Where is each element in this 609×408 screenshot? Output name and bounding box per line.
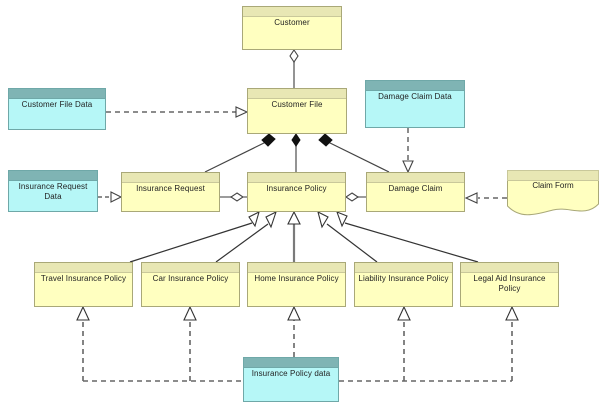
node-header bbox=[243, 7, 341, 17]
node-damage-claim-data[interactable]: Damage Claim Data bbox=[365, 80, 465, 128]
node-title: Liability Insurance Policy bbox=[358, 274, 449, 283]
edge-request-policy bbox=[220, 192, 247, 202]
node-damage-claim[interactable]: Damage Claim bbox=[366, 172, 465, 212]
edge-claimform-damageclaim bbox=[464, 192, 507, 204]
edge-policydata-liability bbox=[397, 305, 411, 381]
node-title: Travel Insurance Policy bbox=[40, 274, 127, 283]
edge-customerfile-customer bbox=[289, 49, 299, 88]
edge-irdata-request bbox=[98, 191, 123, 203]
node-title: Legal Aid Insurance Policy bbox=[473, 274, 546, 293]
node-title: Customer File bbox=[271, 100, 323, 109]
node-title: Insurance Request Data bbox=[18, 182, 88, 201]
node-title: Damage Claim Data bbox=[378, 92, 452, 101]
edge-car-policy-generalization bbox=[215, 210, 277, 263]
node-insurance-request[interactable]: Insurance Request bbox=[121, 172, 220, 212]
node-header bbox=[248, 173, 345, 183]
node-title: Claim Form bbox=[532, 181, 574, 190]
node-home-insurance-policy[interactable]: Home Insurance Policy bbox=[247, 262, 346, 307]
node-header bbox=[248, 263, 345, 273]
node-header bbox=[35, 263, 132, 273]
node-customer[interactable]: Customer bbox=[242, 6, 342, 50]
node-claim-form[interactable]: Claim Form bbox=[507, 170, 599, 218]
edge-policydata-travel bbox=[76, 305, 90, 381]
node-header bbox=[248, 89, 346, 99]
edge-request-customerfile bbox=[204, 133, 276, 173]
node-title: Insurance Policy data bbox=[251, 369, 331, 378]
node-title: Damage Claim bbox=[388, 184, 443, 193]
edge-damageclaim-policy bbox=[345, 192, 366, 202]
edge-policydata-legalaid bbox=[505, 305, 519, 381]
node-title: Insurance Request bbox=[136, 184, 205, 193]
node-title: Customer File Data bbox=[21, 100, 93, 109]
node-liability-insurance-policy[interactable]: Liability Insurance Policy bbox=[354, 262, 453, 307]
node-header bbox=[9, 171, 97, 181]
node-legal-aid-insurance-policy[interactable]: Legal Aid Insurance Policy bbox=[460, 262, 559, 307]
node-title: Customer bbox=[274, 18, 310, 27]
node-car-insurance-policy[interactable]: Car Insurance Policy bbox=[141, 262, 240, 307]
edge-travel-policy-generalization bbox=[129, 210, 260, 263]
node-header bbox=[244, 358, 338, 368]
node-header bbox=[355, 263, 452, 273]
edge-cfdata-customerfile bbox=[106, 106, 249, 118]
node-customer-file[interactable]: Customer File bbox=[247, 88, 347, 134]
edge-legalaid-policy-generalization bbox=[336, 211, 479, 263]
node-header bbox=[461, 263, 558, 273]
edge-dcdata-damageclaim bbox=[402, 128, 414, 174]
edge-policy-customerfile bbox=[291, 133, 301, 172]
edge-home-policy-generalization bbox=[287, 210, 301, 262]
node-customer-file-data[interactable]: Customer File Data bbox=[8, 88, 106, 130]
node-header bbox=[122, 173, 219, 183]
node-insurance-request-data[interactable]: Insurance Request Data bbox=[8, 170, 98, 212]
node-travel-insurance-policy[interactable]: Travel Insurance Policy bbox=[34, 262, 133, 307]
node-header bbox=[367, 173, 464, 183]
node-title: Home Insurance Policy bbox=[254, 274, 339, 283]
edge-damageclaim-customerfile bbox=[318, 133, 390, 173]
edge-policydata-car bbox=[183, 305, 197, 381]
node-header bbox=[142, 263, 239, 273]
node-header bbox=[366, 81, 464, 91]
node-insurance-policy[interactable]: Insurance Policy bbox=[247, 172, 346, 212]
node-title: Car Insurance Policy bbox=[152, 274, 229, 283]
edge-policydata-home bbox=[287, 305, 301, 357]
document-shape-icon bbox=[507, 170, 599, 216]
edge-liability-policy-generalization bbox=[317, 210, 378, 263]
node-insurance-policy-data[interactable]: Insurance Policy data bbox=[243, 357, 339, 402]
node-title: Insurance Policy bbox=[266, 184, 327, 193]
node-header bbox=[9, 89, 105, 99]
